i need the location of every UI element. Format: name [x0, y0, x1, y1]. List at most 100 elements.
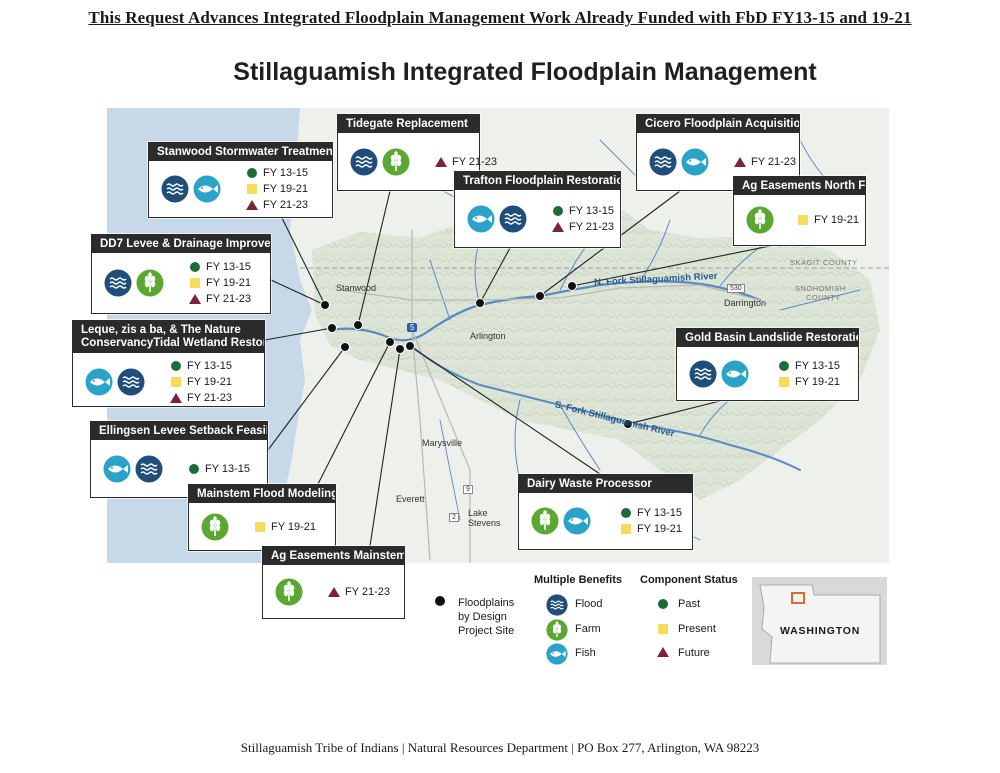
legend-farm-icon: [546, 619, 568, 646]
callout-title: Stanwood Stormwater Treatment: [149, 143, 332, 161]
status-row-past: FY 13-15: [187, 461, 250, 477]
status-label: FY 21-23: [452, 155, 498, 168]
legend-farm-label: Farm: [575, 623, 601, 635]
legend-fish-icon: [546, 643, 568, 670]
status-list: FY 21-23: [327, 584, 390, 600]
status-label: FY 13-15: [263, 167, 309, 179]
connector-line: [627, 400, 721, 425]
past-marker: [189, 463, 199, 474]
flood-icon: [649, 148, 677, 176]
project-site-marker[interactable]: [405, 341, 415, 351]
callout-ellingsen: Ellingsen Levee Setback Feasibility FY 13…: [90, 421, 268, 498]
present-marker: [255, 521, 265, 532]
map-title: Stillaguamish Integrated Floodplain Mana…: [233, 58, 817, 86]
place-darrington: Darrington: [724, 298, 767, 308]
project-site-marker[interactable]: [535, 291, 545, 301]
status-label: FY 21-23: [751, 155, 797, 168]
callout-title: Ellingsen Levee Setback Feasibility: [91, 422, 267, 440]
flood-icon: [104, 269, 132, 297]
connector-line: [267, 346, 346, 451]
project-site-marker[interactable]: [475, 298, 485, 308]
inset-label: WASHINGTON: [780, 625, 861, 637]
project-site-marker[interactable]: [395, 344, 405, 354]
past-marker: [247, 168, 257, 178]
benefit-icons: [201, 513, 229, 541]
status-row-present: FY 19-21: [188, 275, 251, 291]
benefit-icons: [531, 507, 591, 535]
place-lake-stevens-2: Stevens: [468, 518, 501, 528]
callout-title: Tidegate Replacement: [338, 115, 479, 133]
washington-inset-map: WASHINGTON: [752, 577, 887, 665]
project-site-marker[interactable]: [567, 281, 577, 291]
status-row-present: FY 19-21: [619, 521, 682, 537]
status-label: FY 21-23: [345, 585, 391, 598]
future-marker: [246, 200, 258, 210]
status-list: FY 21-23: [733, 154, 796, 170]
legend-past-marker: [658, 599, 668, 609]
callout-title-line: Leque, zis a ba, & The Nature: [81, 324, 241, 336]
status-row-present: FY 19-21: [253, 519, 316, 535]
status-label: FY 19-21: [271, 520, 317, 533]
callout-title: Mainstem Flood Modeling: [189, 485, 335, 503]
status-row-future: FY 21-23: [434, 154, 497, 170]
project-site-marker[interactable]: [327, 323, 337, 333]
status-row-future: FY 21-23: [188, 291, 251, 307]
legend-future-label: Future: [678, 647, 710, 659]
past-marker: [553, 205, 563, 216]
legend-benefits-title: Multiple Benefits: [534, 574, 623, 586]
project-site-marker[interactable]: [320, 300, 330, 310]
legend-flood-icon: [546, 594, 568, 621]
flood-icon: [689, 360, 717, 388]
project-site-marker[interactable]: [385, 337, 395, 347]
connector-line: [479, 247, 511, 304]
project-site-marker[interactable]: [340, 342, 350, 352]
fish-icon: [563, 507, 591, 535]
farm-icon: [136, 269, 164, 297]
connector-line: [317, 341, 391, 485]
project-site-marker[interactable]: [353, 320, 363, 330]
legend-present-label: Present: [678, 623, 716, 635]
future-marker: [189, 294, 201, 304]
callout-mainstem-flood: Mainstem Flood Modeling FY 19-21: [188, 484, 336, 551]
connector-line: [369, 348, 401, 547]
present-marker: [247, 184, 257, 194]
status-row-future: FY 21-23: [327, 584, 390, 600]
place-arlington: Arlington: [470, 331, 506, 341]
place-marysville: Marysville: [422, 438, 463, 448]
callout-title: Trafton Floodplain Restoration: [455, 172, 620, 190]
status-row-future: FY 21-23: [169, 390, 232, 406]
status-label: FY 13-15: [795, 359, 841, 372]
fish-icon: [85, 368, 113, 396]
future-marker: [328, 586, 340, 597]
callout-title: Ag Easements Mainstem: [263, 547, 404, 565]
legend-status-title: Component Status: [640, 574, 738, 586]
connector-line: [357, 190, 391, 326]
callout-title-line: ConservancyTidal Wetland Restoration: [81, 337, 264, 349]
status-row-past: FY 13-15: [619, 505, 682, 521]
project-site-marker[interactable]: [623, 419, 633, 429]
road-network: [339, 230, 761, 563]
future-marker: [170, 392, 182, 403]
callout-tidegate: Tidegate Replacement FY 21-23: [337, 114, 497, 191]
legend-past-label: Past: [678, 598, 701, 610]
callout-title: Ag Easements North Fork: [734, 177, 865, 195]
past-marker: [621, 508, 631, 518]
status-row-present: FY 19-21: [245, 181, 308, 197]
benefit-icons: [104, 269, 164, 297]
status-label: FY 21-23: [206, 293, 252, 305]
page-heading: This Request Advances Integrated Floodpl…: [88, 8, 912, 27]
status-label: FY 21-23: [569, 220, 615, 233]
status-list: FY 21-23: [434, 154, 497, 170]
county-snohomish-2: COUNTY: [806, 293, 841, 302]
status-label: FY 19-21: [814, 214, 860, 226]
status-label: FY 19-21: [187, 375, 233, 388]
status-list: FY 13-15: [187, 461, 250, 477]
callout-dd7: DD7 Levee & Drainage ImprovementsFY 13-1…: [91, 234, 271, 314]
